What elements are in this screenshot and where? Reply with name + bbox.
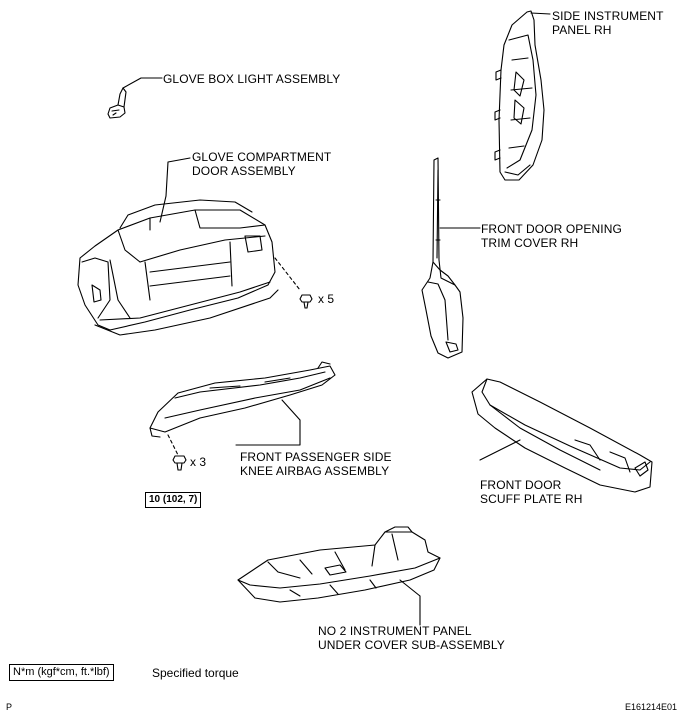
footer-left-code: P bbox=[6, 702, 13, 712]
bolt-quantity-airbag: x 3 bbox=[190, 455, 207, 469]
label-under-cover: NO 2 INSTRUMENT PANEL UNDER COVER SUB-AS… bbox=[318, 624, 505, 652]
screw-icon-door bbox=[299, 294, 313, 309]
footer-figure-id: E161214E01 bbox=[625, 702, 678, 712]
torque-spec-box: 10 (102, 7) bbox=[145, 492, 202, 508]
side-instrument-panel-drawing bbox=[494, 10, 551, 181]
label-knee-airbag: FRONT PASSENGER SIDE KNEE AIRBAG ASSEMBL… bbox=[240, 450, 392, 478]
knee-airbag-drawing bbox=[149, 361, 336, 456]
label-glove-box-light: GLOVE BOX LIGHT ASSEMBLY bbox=[163, 72, 341, 86]
screw-quantity-door: x 5 bbox=[318, 292, 335, 306]
label-side-instrument-panel: SIDE INSTRUMENT PANEL RH bbox=[552, 9, 664, 37]
legend-torque-unit-box: N*m (kgf*cm, ft.*lbf) bbox=[9, 664, 114, 681]
bolt-icon-airbag bbox=[172, 455, 187, 471]
glove-compartment-door-drawing bbox=[77, 157, 301, 336]
door-trim-cover-drawing bbox=[421, 157, 481, 359]
label-scuff-plate: FRONT DOOR SCUFF PLATE RH bbox=[480, 478, 583, 506]
scuff-plate-drawing bbox=[471, 378, 653, 493]
label-glove-compartment-door: GLOVE COMPARTMENT DOOR ASSEMBLY bbox=[192, 150, 332, 178]
glove-box-light-drawing bbox=[107, 77, 163, 119]
under-cover-drawing bbox=[237, 526, 441, 626]
legend-specified-torque: Specified torque bbox=[152, 666, 239, 680]
label-door-trim-cover: FRONT DOOR OPENING TRIM COVER RH bbox=[481, 222, 622, 250]
